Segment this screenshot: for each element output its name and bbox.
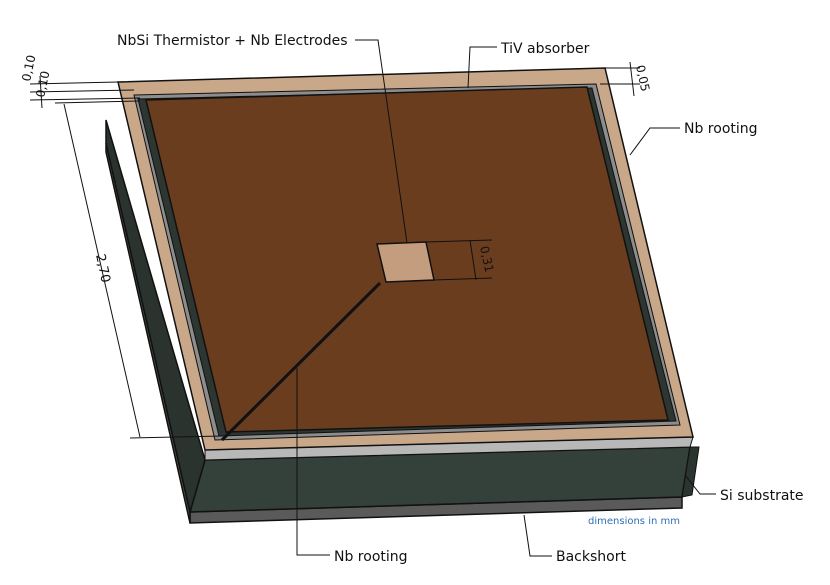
dim-label-top-a: 0,10 [19,54,38,83]
label-units: dimensions in mm [588,516,680,527]
thermistor-pad [376,241,435,283]
leader-lines [296,39,716,557]
dim-label-right: 0,05 [633,64,652,93]
label-rooting-bottom: Nb rooting [334,549,408,565]
label-absorber: TiV absorber [500,41,590,57]
label-backshort: Backshort [556,549,626,565]
dim-right [600,61,640,97]
dim-label-sensor: 0,31 [477,245,496,274]
substrate-left-face [105,119,206,513]
label-rooting-right: Nb rooting [684,121,758,137]
dim-label-top-b: 0,10 [33,70,52,99]
dim-label-side: 2,70 [92,253,113,284]
dim-side [54,100,223,439]
label-substrate: Si substrate [720,488,804,504]
nb-rooting-line [220,281,382,442]
label-thermistor: NbSi Thermistor + Nb Electrodes [117,33,348,49]
dim-sensor [425,239,493,281]
substrate-right-face [681,446,700,498]
dim-top-left [29,75,141,109]
